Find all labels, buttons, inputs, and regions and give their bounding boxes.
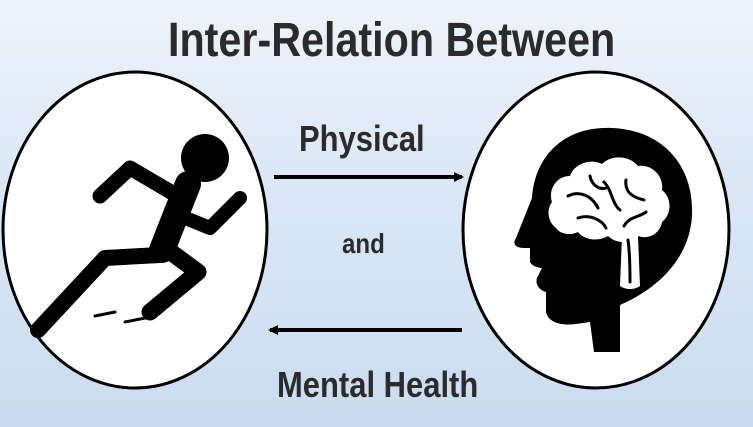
running-person-icon <box>30 134 247 338</box>
diagram-title: Inter-Relation Between <box>168 14 616 67</box>
label-physical: Physical <box>299 118 425 159</box>
label-mental-health: Mental Health <box>277 364 479 405</box>
label-and: and <box>342 228 385 259</box>
head-with-brain-icon <box>514 127 693 352</box>
left-circle <box>1 70 269 390</box>
